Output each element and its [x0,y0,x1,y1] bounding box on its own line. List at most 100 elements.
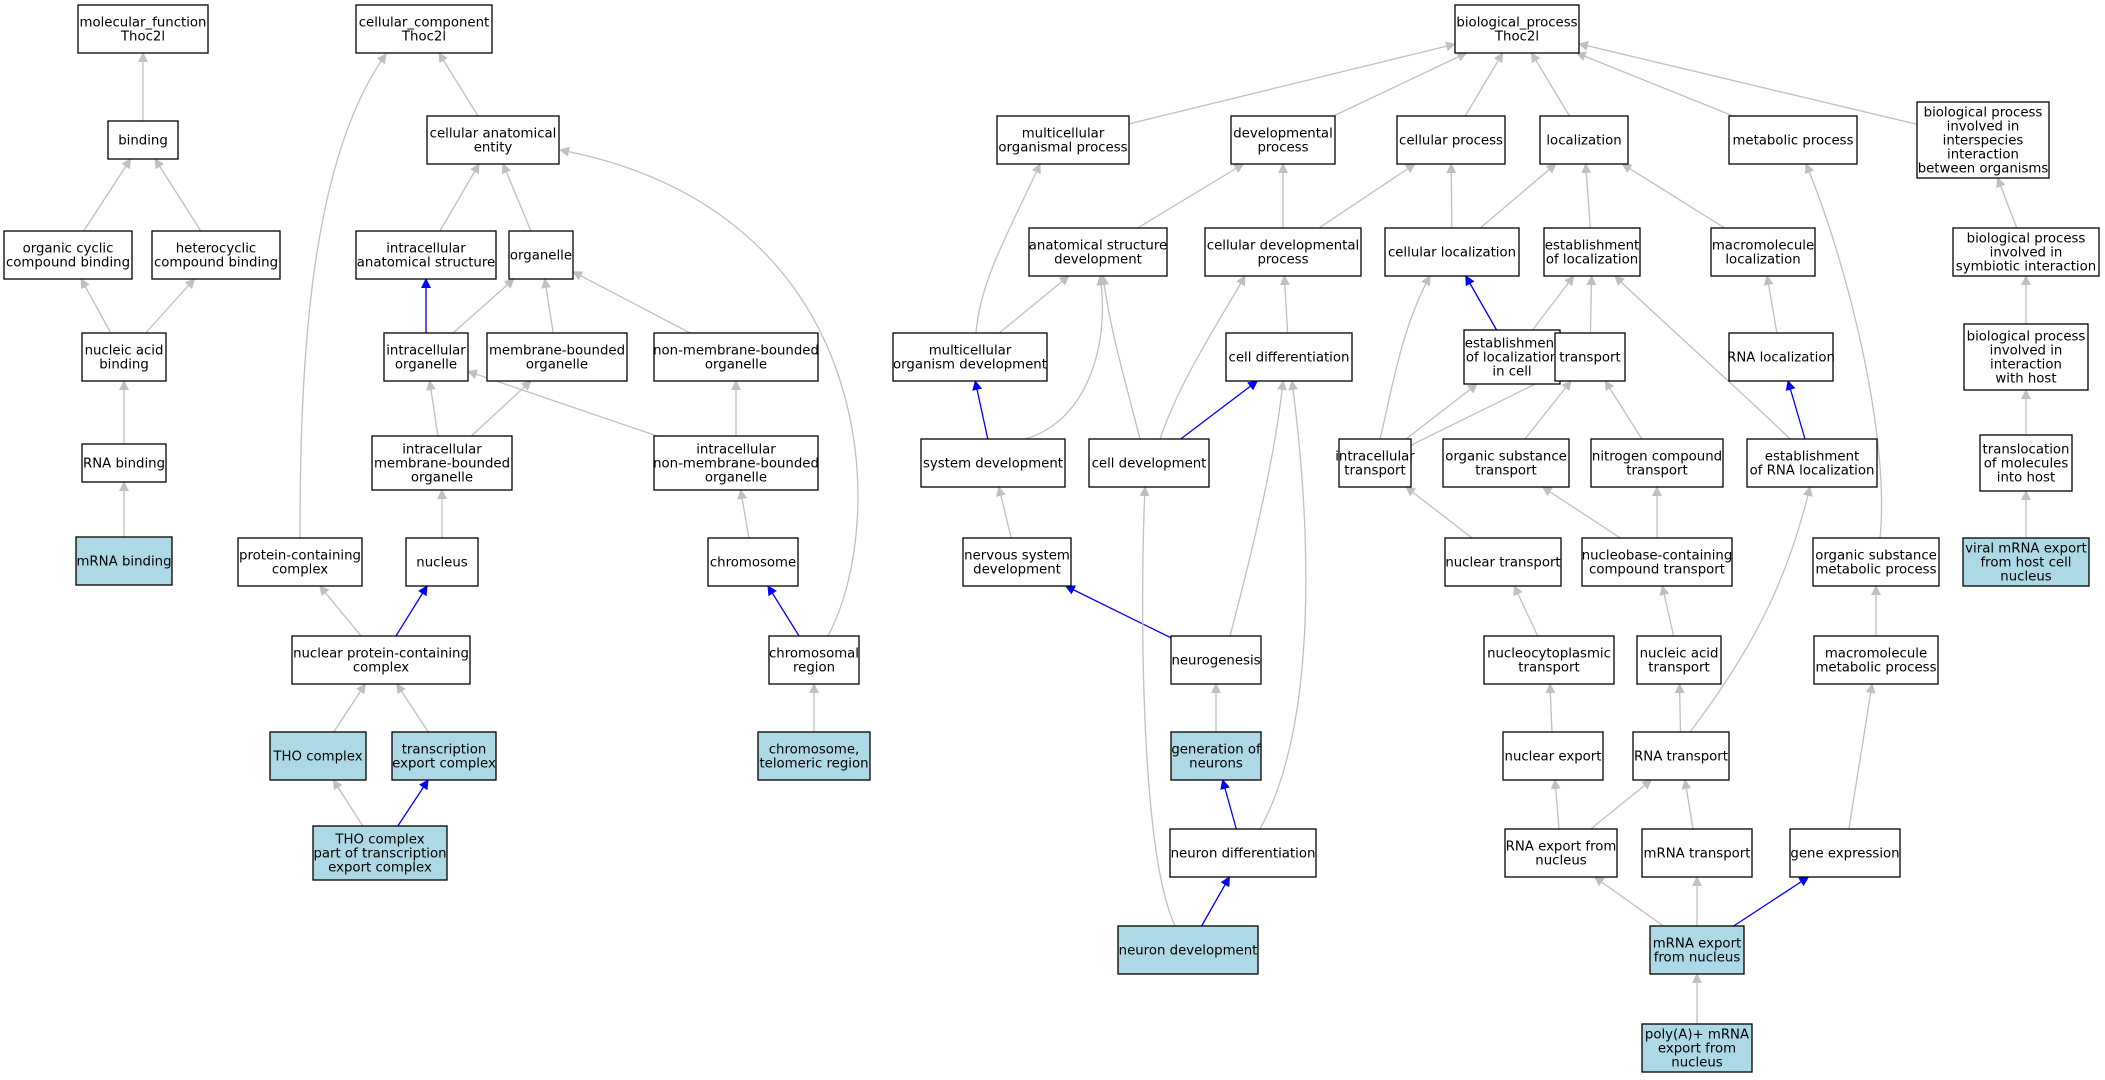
node-label-line: THO complex [334,833,424,848]
edge-hcb-to-binding [154,158,202,232]
node-box [269,731,367,781]
edge-nab-to-occb [80,278,112,334]
node-label-line: binding [118,134,168,149]
node-label-line: chromosome [710,556,796,571]
go-term-node-mrnab[interactable]: mRNA binding [75,536,173,586]
node-label-line: complex [353,661,409,676]
node-label-line: into host [1997,471,2055,486]
go-term-node-transport[interactable]: transport [1554,332,1626,382]
go-term-node-org[interactable]: organelle [508,230,574,280]
node-box [1117,925,1259,975]
node-box [1789,828,1901,878]
go-term-node-rnat[interactable]: RNA transport [1632,731,1730,781]
go-term-node-celldiff[interactable]: cell differentiation [1225,332,1353,382]
edge-elocc-to-cloc [1465,275,1498,331]
go-term-node-loc[interactable]: localization [1539,115,1629,165]
node-label-line: process [1257,253,1308,268]
node-label-line: neurons [1189,757,1243,772]
go-term-node-binding[interactable]: binding [107,120,179,160]
go-term-node-celldev[interactable]: cell development [1088,438,1210,488]
edge-mbo-to-org [541,278,554,334]
go-term-node-rnab[interactable]: RNA binding [81,443,167,483]
go-term-node-cloc[interactable]: cellular localization [1384,227,1520,277]
node-label-line: Thoc2l [1494,30,1539,45]
go-term-node-sysdev[interactable]: system development [920,438,1066,488]
edge-rnaexp-to-rnat [1590,779,1653,830]
go-term-node-metp[interactable]: metabolic process [1728,115,1858,165]
go-term-node-nucleus[interactable]: nucleus [405,537,479,587]
go-term-node-nuct[interactable]: nuclear transport [1444,537,1562,587]
go-term-node-rnaloc[interactable]: RNA localization [1727,332,1835,382]
go-term-node-tho[interactable]: THO complex [269,731,367,781]
go-term-node-neurdiff[interactable]: neuron differentiation [1169,828,1317,878]
node-box [1088,438,1210,488]
node-label-line: from nucleus [1654,951,1741,966]
node-label-line: in cell [1492,365,1531,380]
node-label-line: between organisms [1918,162,2049,177]
go-term-node-inmbo[interactable]: intracellularnon-membrane-boundedorganel… [653,435,819,491]
node-label-line: nucleus [416,556,467,571]
node-label-line: neuron differentiation [1171,847,1316,862]
go-term-node-mrnat[interactable]: mRNA transport [1641,828,1753,878]
node-label-line: nucleus [1671,1056,1722,1071]
go-term-node-chromosome[interactable]: chromosome [707,537,799,587]
go-term-node-geneexp[interactable]: gene expression [1789,828,1901,878]
node-label-line: export from [1658,1042,1736,1057]
edge-metp-to-bp [1575,51,1734,117]
node-box [1590,438,1724,488]
go-term-node-neurdev[interactable]: neuron development [1117,925,1259,975]
node-label-line: telomeric region [759,757,868,772]
edge-ost-to-transport [1524,380,1572,440]
node-label-line: non-membrane-bounded [653,457,819,472]
edge-nct-to-transport [1604,380,1643,440]
go-term-node-nucexp[interactable]: nuclear export [1502,731,1604,781]
go-term-node-telo[interactable]: chromosome,telomeric region [757,731,871,781]
go-term-node-cellp[interactable]: cellular process [1396,115,1506,165]
go-term-node-neurogen[interactable]: neurogenesis [1170,635,1262,685]
